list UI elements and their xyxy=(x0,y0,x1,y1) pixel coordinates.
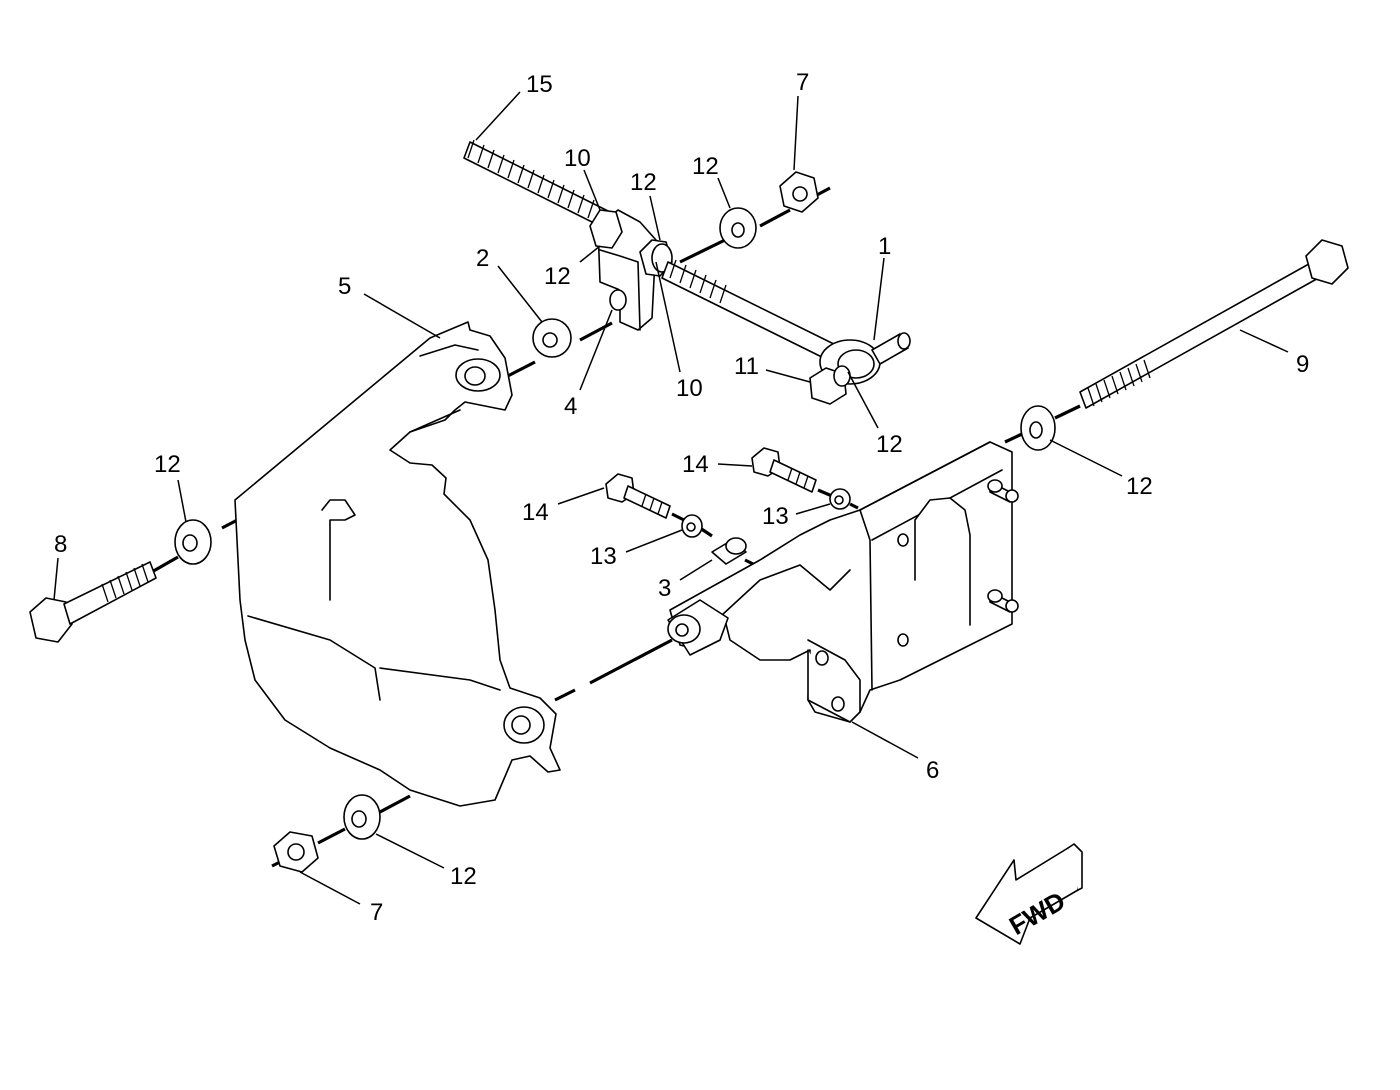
callout-14-upper: 14 xyxy=(682,451,709,478)
callout-15: 15 xyxy=(526,71,553,98)
callout-8: 8 xyxy=(54,531,67,558)
callout-10-lower: 10 xyxy=(676,375,703,402)
callout-7-lower: 7 xyxy=(370,899,383,926)
nut-part-7-upper xyxy=(779,171,819,213)
bracket-part-5 xyxy=(234,321,561,807)
rod-end-part-1 xyxy=(661,259,911,405)
bolt-part-14-lower xyxy=(605,473,671,519)
nut-part-7-lower xyxy=(273,831,319,873)
washer-right xyxy=(1020,405,1056,451)
callout-7-upper: 7 xyxy=(796,69,809,96)
callout-12-right-washer: 12 xyxy=(1126,473,1153,500)
washer-left xyxy=(174,519,212,565)
callout-1: 1 xyxy=(878,233,891,260)
callout-5: 5 xyxy=(338,273,351,300)
callout-4: 4 xyxy=(564,393,577,420)
callout-12-left-nut: 12 xyxy=(544,263,571,290)
leader-lines xyxy=(53,91,1289,905)
callout-labels: 15 10 12 12 7 1 12 2 5 4 10 11 12 9 12 1… xyxy=(54,69,1309,926)
washer-13b xyxy=(681,514,703,538)
callout-13-upper: 13 xyxy=(762,503,789,530)
callout-10-upper: 10 xyxy=(564,145,591,172)
forward-direction-arrow-icon: FWD xyxy=(975,843,1083,945)
callout-9: 9 xyxy=(1296,351,1309,378)
callout-12-upper-washer: 12 xyxy=(692,153,719,180)
bracket-part-6 xyxy=(667,441,1019,723)
washer-13a xyxy=(829,488,851,510)
callout-2: 2 xyxy=(476,245,489,272)
callout-14-lower: 14 xyxy=(522,499,549,526)
washer-bottom xyxy=(343,794,381,840)
clevis-part-4 xyxy=(589,209,673,331)
callout-6: 6 xyxy=(926,757,939,784)
callout-11: 11 xyxy=(734,353,759,380)
callout-12-nut: 12 xyxy=(630,169,657,196)
callout-13-lower: 13 xyxy=(590,543,617,570)
bolt-part-14-upper xyxy=(751,447,817,493)
washer-upper-right xyxy=(719,207,757,249)
spacer-part-3 xyxy=(711,537,747,565)
washers xyxy=(174,207,1056,840)
bolt-part-9 xyxy=(1079,239,1349,409)
washer-2 xyxy=(532,318,572,358)
callout-3: 3 xyxy=(658,575,671,602)
callout-12-left-washer: 12 xyxy=(154,451,181,478)
bolt-part-8 xyxy=(29,561,157,643)
callout-12-rod-end: 12 xyxy=(876,431,903,458)
callout-12-bottom-washer: 12 xyxy=(450,863,477,890)
